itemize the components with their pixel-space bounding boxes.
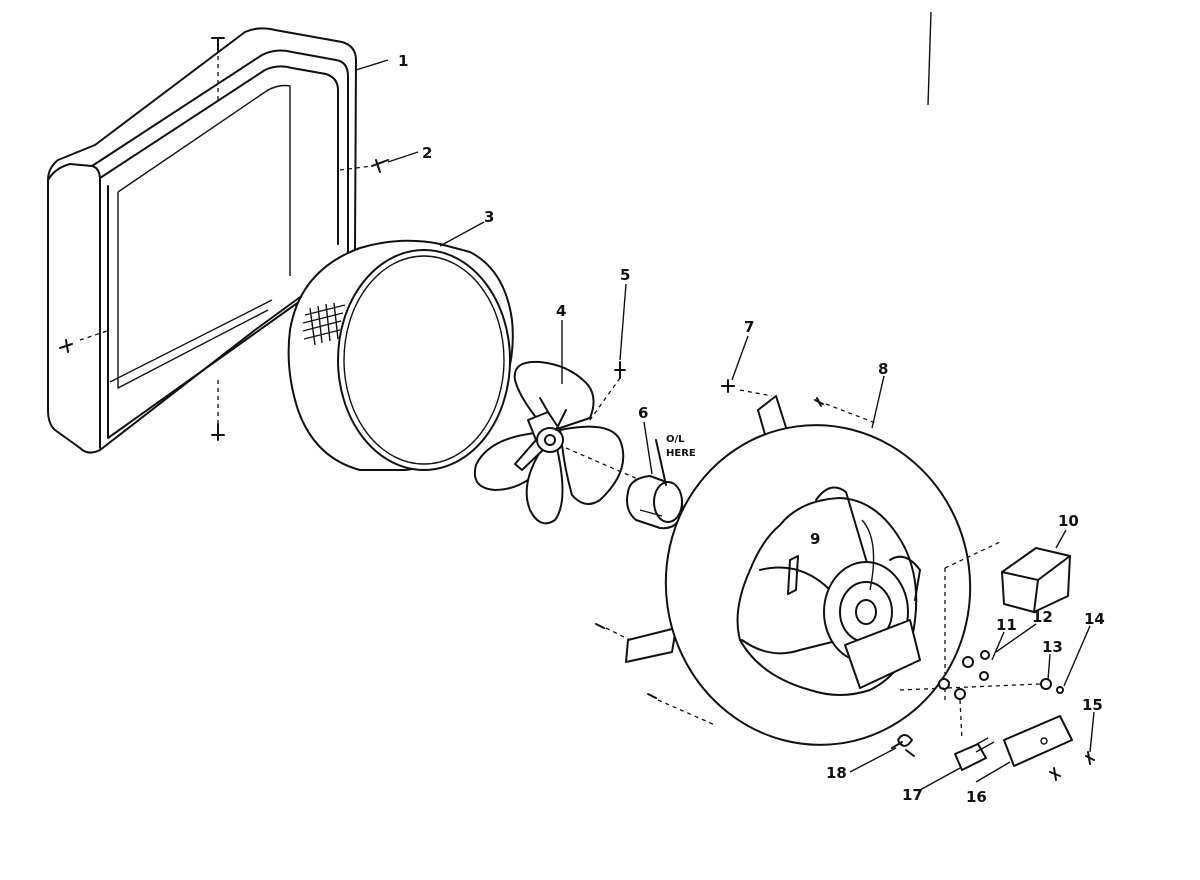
orifice-ring: [287, 239, 514, 471]
callout-7: 7: [744, 318, 754, 336]
callout-11: 11: [996, 616, 1017, 634]
bushing: [626, 439, 684, 530]
callout-2: 2: [422, 144, 432, 162]
callout-17: 17: [902, 786, 923, 804]
callout-8: 8: [878, 360, 888, 378]
terminal-cover: [944, 541, 1071, 700]
callout-1: 1: [398, 52, 408, 70]
callout-12: 12: [1032, 608, 1053, 626]
bracket-and-switch: [891, 699, 1095, 781]
callout-18: 18: [826, 764, 847, 782]
oil-note-line-1: O/L: [666, 434, 685, 445]
callout-13: 13: [1042, 638, 1063, 656]
fan-blade: [473, 360, 641, 525]
cabinet-frame: [47, 27, 389, 454]
callout-10: 10: [1058, 512, 1079, 530]
callout-6: 6: [638, 404, 648, 422]
callout-3: 3: [484, 208, 494, 226]
callout-labels: 1 2 3 4 5 6 7 8 9 10 11 12 13 14 15 16 1…: [398, 52, 1105, 806]
callout-14: 14: [1084, 610, 1105, 628]
clip: [787, 555, 799, 595]
callout-5: 5: [620, 266, 630, 284]
callout-4: 4: [556, 302, 566, 320]
leader-lines: [355, 59, 1095, 791]
screw-7: [721, 379, 773, 397]
callout-16: 16: [966, 788, 987, 806]
hardware-nuts-washers: [899, 650, 1064, 700]
callout-9: 9: [810, 530, 820, 548]
oil-note-line-2: HERE: [666, 448, 696, 459]
oil-here-note: O/L HERE: [666, 434, 696, 459]
callout-15: 15: [1082, 696, 1103, 714]
edge-mark: [927, 11, 932, 106]
set-screw: [589, 361, 626, 421]
motor-mount-plate: [595, 395, 972, 746]
